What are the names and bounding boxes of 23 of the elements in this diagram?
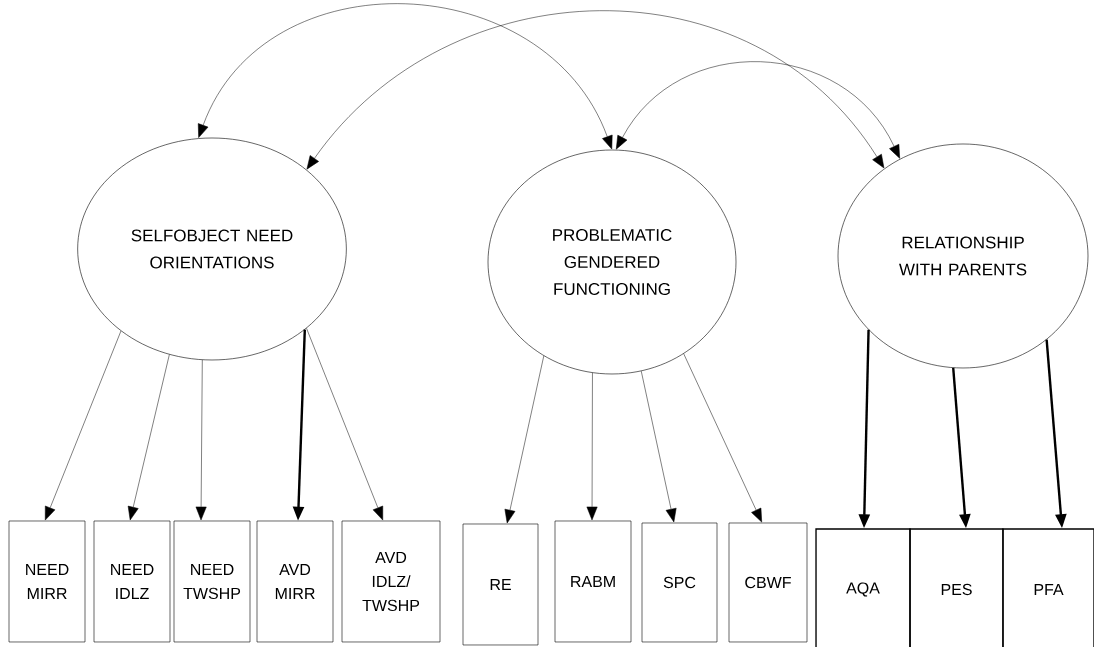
indicator-box: AVD IDLZ/ TWSHP [341, 520, 441, 643]
arrow [198, 3, 613, 150]
indicator-box: SPC [641, 522, 718, 643]
indicator-box: NEED IDLZ [93, 520, 171, 643]
indicator-box: PFA [1002, 528, 1094, 647]
indicator-box: PES [909, 528, 1004, 647]
indicator-box: RABM [554, 520, 632, 643]
indicator-box: NEED TWSHP [173, 520, 251, 643]
arrow [306, 10, 885, 170]
arrow [641, 370, 677, 523]
arrow [45, 330, 122, 521]
indicator-box: CBWF [728, 522, 808, 643]
arrow [616, 61, 900, 159]
indicator-box: NEED MIRR [8, 520, 86, 643]
arrow [306, 328, 383, 521]
indicator-box: AVD MIRR [256, 520, 334, 643]
arrow [504, 355, 545, 524]
arrow [683, 353, 762, 523]
arrow [195, 359, 207, 521]
indicator-box: RE [462, 523, 539, 646]
arrow [586, 372, 598, 521]
indicator-box: AQA [815, 528, 911, 647]
arrow [127, 354, 170, 521]
